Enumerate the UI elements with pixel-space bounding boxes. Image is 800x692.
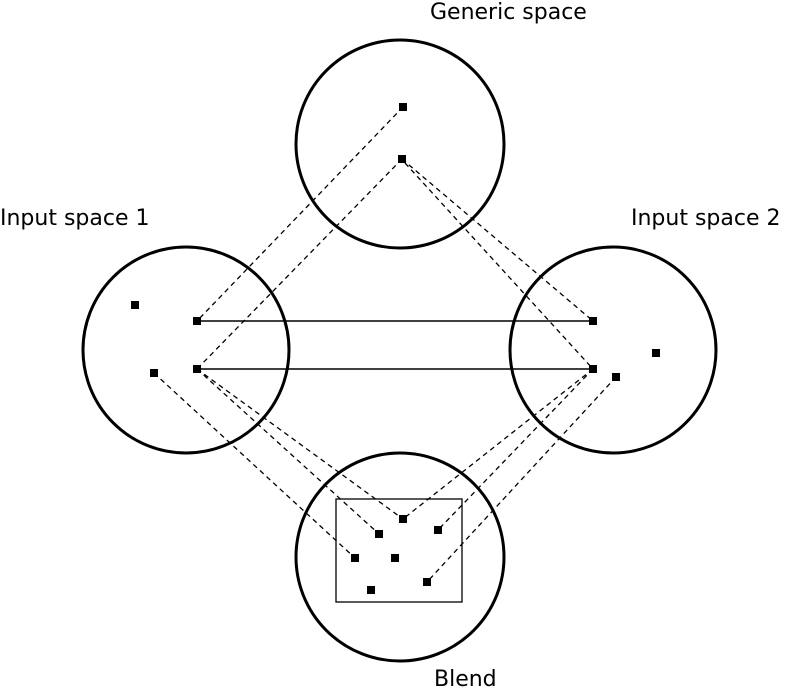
element-point <box>423 578 431 586</box>
element-point <box>131 301 139 309</box>
element-point <box>367 586 375 594</box>
projection-line <box>402 368 594 520</box>
input-space-2-circle <box>508 245 718 455</box>
element-point <box>399 103 407 111</box>
projection-line <box>196 368 380 535</box>
element-point <box>375 530 383 538</box>
element-point <box>399 515 407 523</box>
projection-line <box>153 372 356 559</box>
element-point <box>434 526 442 534</box>
input-space-2-label: Input space 2 <box>631 206 781 231</box>
projection-line <box>426 376 617 583</box>
input-space-1-circle <box>81 245 291 455</box>
blend-frame <box>335 498 463 603</box>
generic-space-label: Generic space <box>430 0 587 25</box>
generic-space-circle <box>294 38 506 250</box>
element-point <box>589 365 597 373</box>
element-point <box>652 349 660 357</box>
projection-line <box>196 368 404 520</box>
projection-line <box>196 106 404 322</box>
element-point <box>391 554 399 562</box>
element-point <box>150 369 158 377</box>
element-point <box>589 317 597 325</box>
projection-line <box>404 162 594 370</box>
projection-line <box>401 158 594 322</box>
element-point <box>612 373 620 381</box>
projection-line <box>196 158 403 370</box>
projection-line <box>437 368 594 531</box>
element-point <box>193 317 201 325</box>
element-point <box>398 155 406 163</box>
blend-circle <box>294 451 506 663</box>
element-point <box>351 554 359 562</box>
blend-label: Blend <box>434 667 497 692</box>
element-point <box>193 365 201 373</box>
input-space-1-label: Input space 1 <box>0 206 150 231</box>
